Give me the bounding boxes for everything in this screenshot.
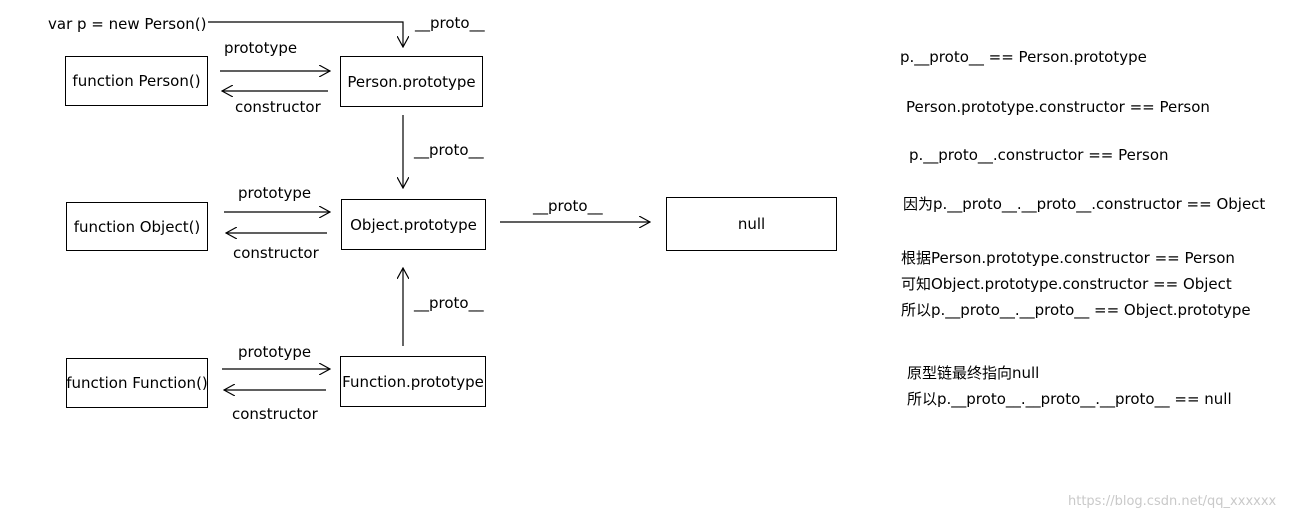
object-prototype-box: Object.prototype bbox=[341, 199, 486, 250]
note-line: p.__proto__ == Person.prototype bbox=[900, 48, 1147, 66]
proto-label: __proto__ bbox=[414, 141, 484, 159]
p-proto-arrow bbox=[208, 21, 403, 47]
code-label: var p = new Person() bbox=[48, 15, 207, 33]
constructor-label: constructor bbox=[235, 98, 321, 116]
proto-label: __proto__ bbox=[414, 294, 484, 312]
proto-label: __proto__ bbox=[533, 197, 603, 215]
constructor-label: constructor bbox=[232, 405, 318, 423]
constructor-label: constructor bbox=[233, 244, 319, 262]
note-line: 因为p.__proto__.__proto__.constructor == O… bbox=[903, 195, 1266, 213]
null-box: null bbox=[666, 197, 837, 251]
note-line: 可知Object.prototype.constructor == Object bbox=[901, 275, 1232, 293]
note-line: p.__proto__.constructor == Person bbox=[909, 146, 1169, 164]
note-line: 所以p.__proto__.__proto__ == Object.protot… bbox=[901, 301, 1251, 319]
note-line: 原型链最终指向null bbox=[907, 364, 1040, 382]
function-prototype-box: Function.prototype bbox=[340, 356, 486, 407]
function-person-box: function Person() bbox=[65, 56, 208, 106]
person-prototype-box: Person.prototype bbox=[340, 56, 483, 107]
note-line: 根据Person.prototype.constructor == Person bbox=[901, 249, 1235, 267]
prototype-label: prototype bbox=[238, 184, 312, 202]
prototype-label: prototype bbox=[238, 343, 312, 361]
watermark: https://blog.csdn.net/qq_xxxxxx bbox=[1068, 494, 1277, 509]
note-line: 所以p.__proto__.__proto__.__proto__ == nul… bbox=[907, 390, 1232, 408]
note-line: Person.prototype.constructor == Person bbox=[906, 98, 1210, 116]
proto-label: __proto__ bbox=[415, 14, 485, 32]
function-function-box: function Function() bbox=[66, 358, 208, 408]
function-object-box: function Object() bbox=[66, 202, 208, 251]
prototype-label: prototype bbox=[224, 39, 298, 57]
